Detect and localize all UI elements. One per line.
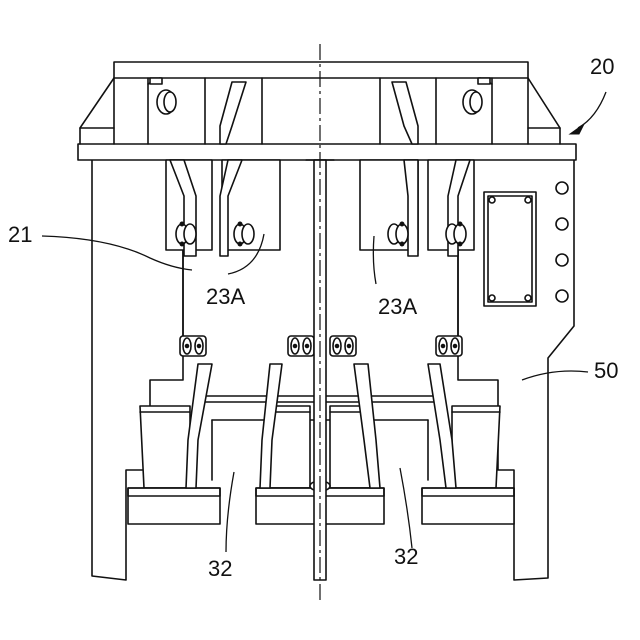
- label-20: 20: [590, 54, 614, 79]
- top-assembly: [78, 62, 576, 160]
- label-23a-right: 23A: [378, 294, 417, 319]
- bolt-group-right-a: [388, 222, 408, 246]
- label-23a-left: 23A: [206, 284, 245, 309]
- bolt-group-left-b: [234, 222, 254, 246]
- label-32-left: 32: [208, 556, 232, 581]
- label-32-right: 32: [394, 544, 418, 569]
- label-21: 21: [8, 222, 32, 247]
- bolt-group-left-a: [176, 222, 196, 246]
- brackets-right: [360, 160, 474, 256]
- bolt-group-right-b: [446, 222, 466, 246]
- label-50: 50: [594, 358, 618, 383]
